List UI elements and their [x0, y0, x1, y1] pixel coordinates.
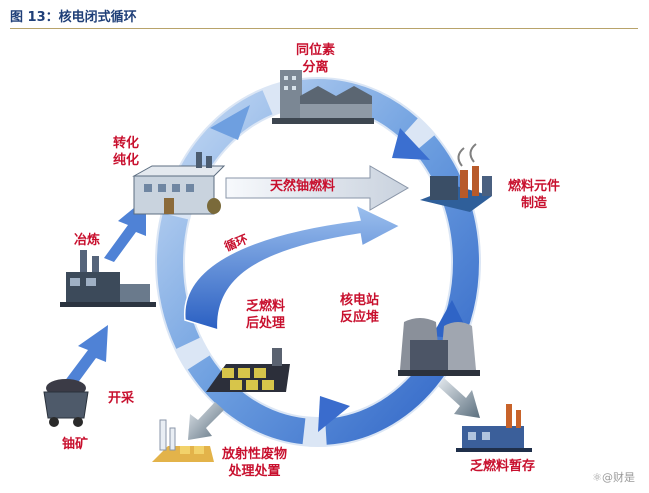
arrow-to-radioactive-waste	[188, 402, 224, 440]
label-npp-reactor: 核电站 反应堆	[340, 293, 380, 325]
smelting-plant-icon	[60, 250, 156, 307]
label-radioactive-waste: 放射性废物 处理处置	[222, 447, 288, 479]
natural-uranium-fuel-arrow	[225, 165, 409, 211]
fuel-fabrication-plant-icon	[420, 143, 492, 212]
arrow-ore-to-smelting	[64, 325, 108, 388]
waste-arrows	[188, 378, 480, 440]
label-mining: 开采	[108, 391, 135, 406]
ring-arrowhead-top-left	[210, 105, 250, 140]
label-conversion-purification: 转化 纯化	[113, 136, 140, 168]
uranium-ore-cart-icon	[43, 379, 89, 427]
isotope-separation-plant-icon	[272, 70, 374, 124]
reprocessing-plant-icon	[206, 348, 290, 392]
label-spent-fuel-reprocessing: 乏燃料 后处理	[246, 299, 286, 331]
label-uranium-ore: 铀矿	[62, 437, 89, 452]
label-spent-fuel-storage: 乏燃料暂存	[470, 459, 536, 474]
reactor-plant-icon	[398, 318, 480, 376]
spent-fuel-storage-icon	[456, 404, 532, 452]
label-smelting: 冶炼	[74, 233, 101, 248]
ring-arrowhead-bottom	[318, 396, 350, 432]
watermark: ⚛@财是	[592, 471, 635, 484]
figure-title: 图 13：核电闭式循环	[10, 10, 137, 25]
title-rule	[10, 28, 638, 29]
label-natural-uranium-fuel: 天然铀燃料	[270, 179, 336, 194]
arrow-to-spent-fuel-storage	[438, 378, 480, 418]
waste-disposal-icon	[152, 419, 214, 462]
label-isotope-separation: 同位素 分离	[296, 43, 336, 75]
conversion-plant-icon	[132, 152, 226, 215]
ring-arrowhead-top-right	[392, 128, 430, 160]
recycle-arrow	[184, 203, 402, 332]
label-fuel-element-fabrication: 燃料元件 制造	[508, 179, 561, 211]
